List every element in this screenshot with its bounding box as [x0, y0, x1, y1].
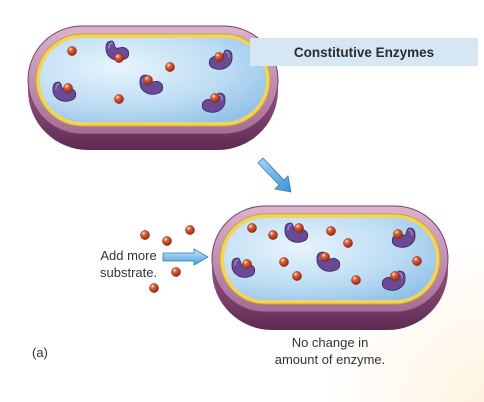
substrate-molecule — [161, 235, 173, 247]
substrate-molecule — [139, 229, 151, 241]
panel-label: (a) — [32, 345, 48, 360]
substrate-molecule — [293, 222, 305, 234]
add-substrate-label: Add more substrate. — [100, 247, 157, 281]
substrate-molecule — [392, 228, 404, 240]
substrate-molecule — [389, 270, 401, 282]
substrate-molecule — [148, 282, 160, 294]
substrate-molecule — [113, 52, 125, 64]
substrate-molecule — [213, 51, 225, 63]
substrate-molecule — [170, 266, 182, 278]
substrate-molecule — [291, 270, 303, 282]
substrate-molecule — [319, 251, 331, 263]
result-line-1: No change in — [291, 335, 369, 350]
substrate-molecule — [411, 255, 423, 267]
substrate-molecule — [342, 237, 354, 249]
title-banner: Constitutive Enzymes — [250, 38, 478, 66]
substrate-molecule — [66, 45, 78, 57]
right-arrow-icon — [162, 248, 209, 266]
substrate-molecule — [164, 61, 176, 73]
diagram-title: Constitutive Enzymes — [293, 44, 435, 60]
result-label: No change in amount of enzyme. — [268, 334, 392, 368]
substrate-molecule — [184, 224, 196, 236]
substrate-molecule — [246, 222, 258, 234]
substrate-molecule — [350, 274, 362, 286]
add-substrate-line-1: Add more — [100, 248, 157, 263]
substrate-molecule — [325, 225, 337, 237]
substrate-molecule — [241, 258, 253, 270]
result-line-2: amount of enzyme. — [274, 352, 386, 367]
substrate-molecule — [278, 256, 290, 268]
down-arrow-icon — [257, 157, 292, 193]
bottom-cell — [211, 205, 449, 330]
substrate-molecule — [62, 82, 74, 94]
substrate-molecule — [142, 74, 154, 86]
substrate-molecule — [209, 92, 221, 104]
substrate-molecule — [267, 229, 279, 241]
top-cell — [27, 25, 279, 150]
substrate-molecule — [113, 93, 125, 105]
add-substrate-line-2: substrate. — [100, 265, 158, 280]
